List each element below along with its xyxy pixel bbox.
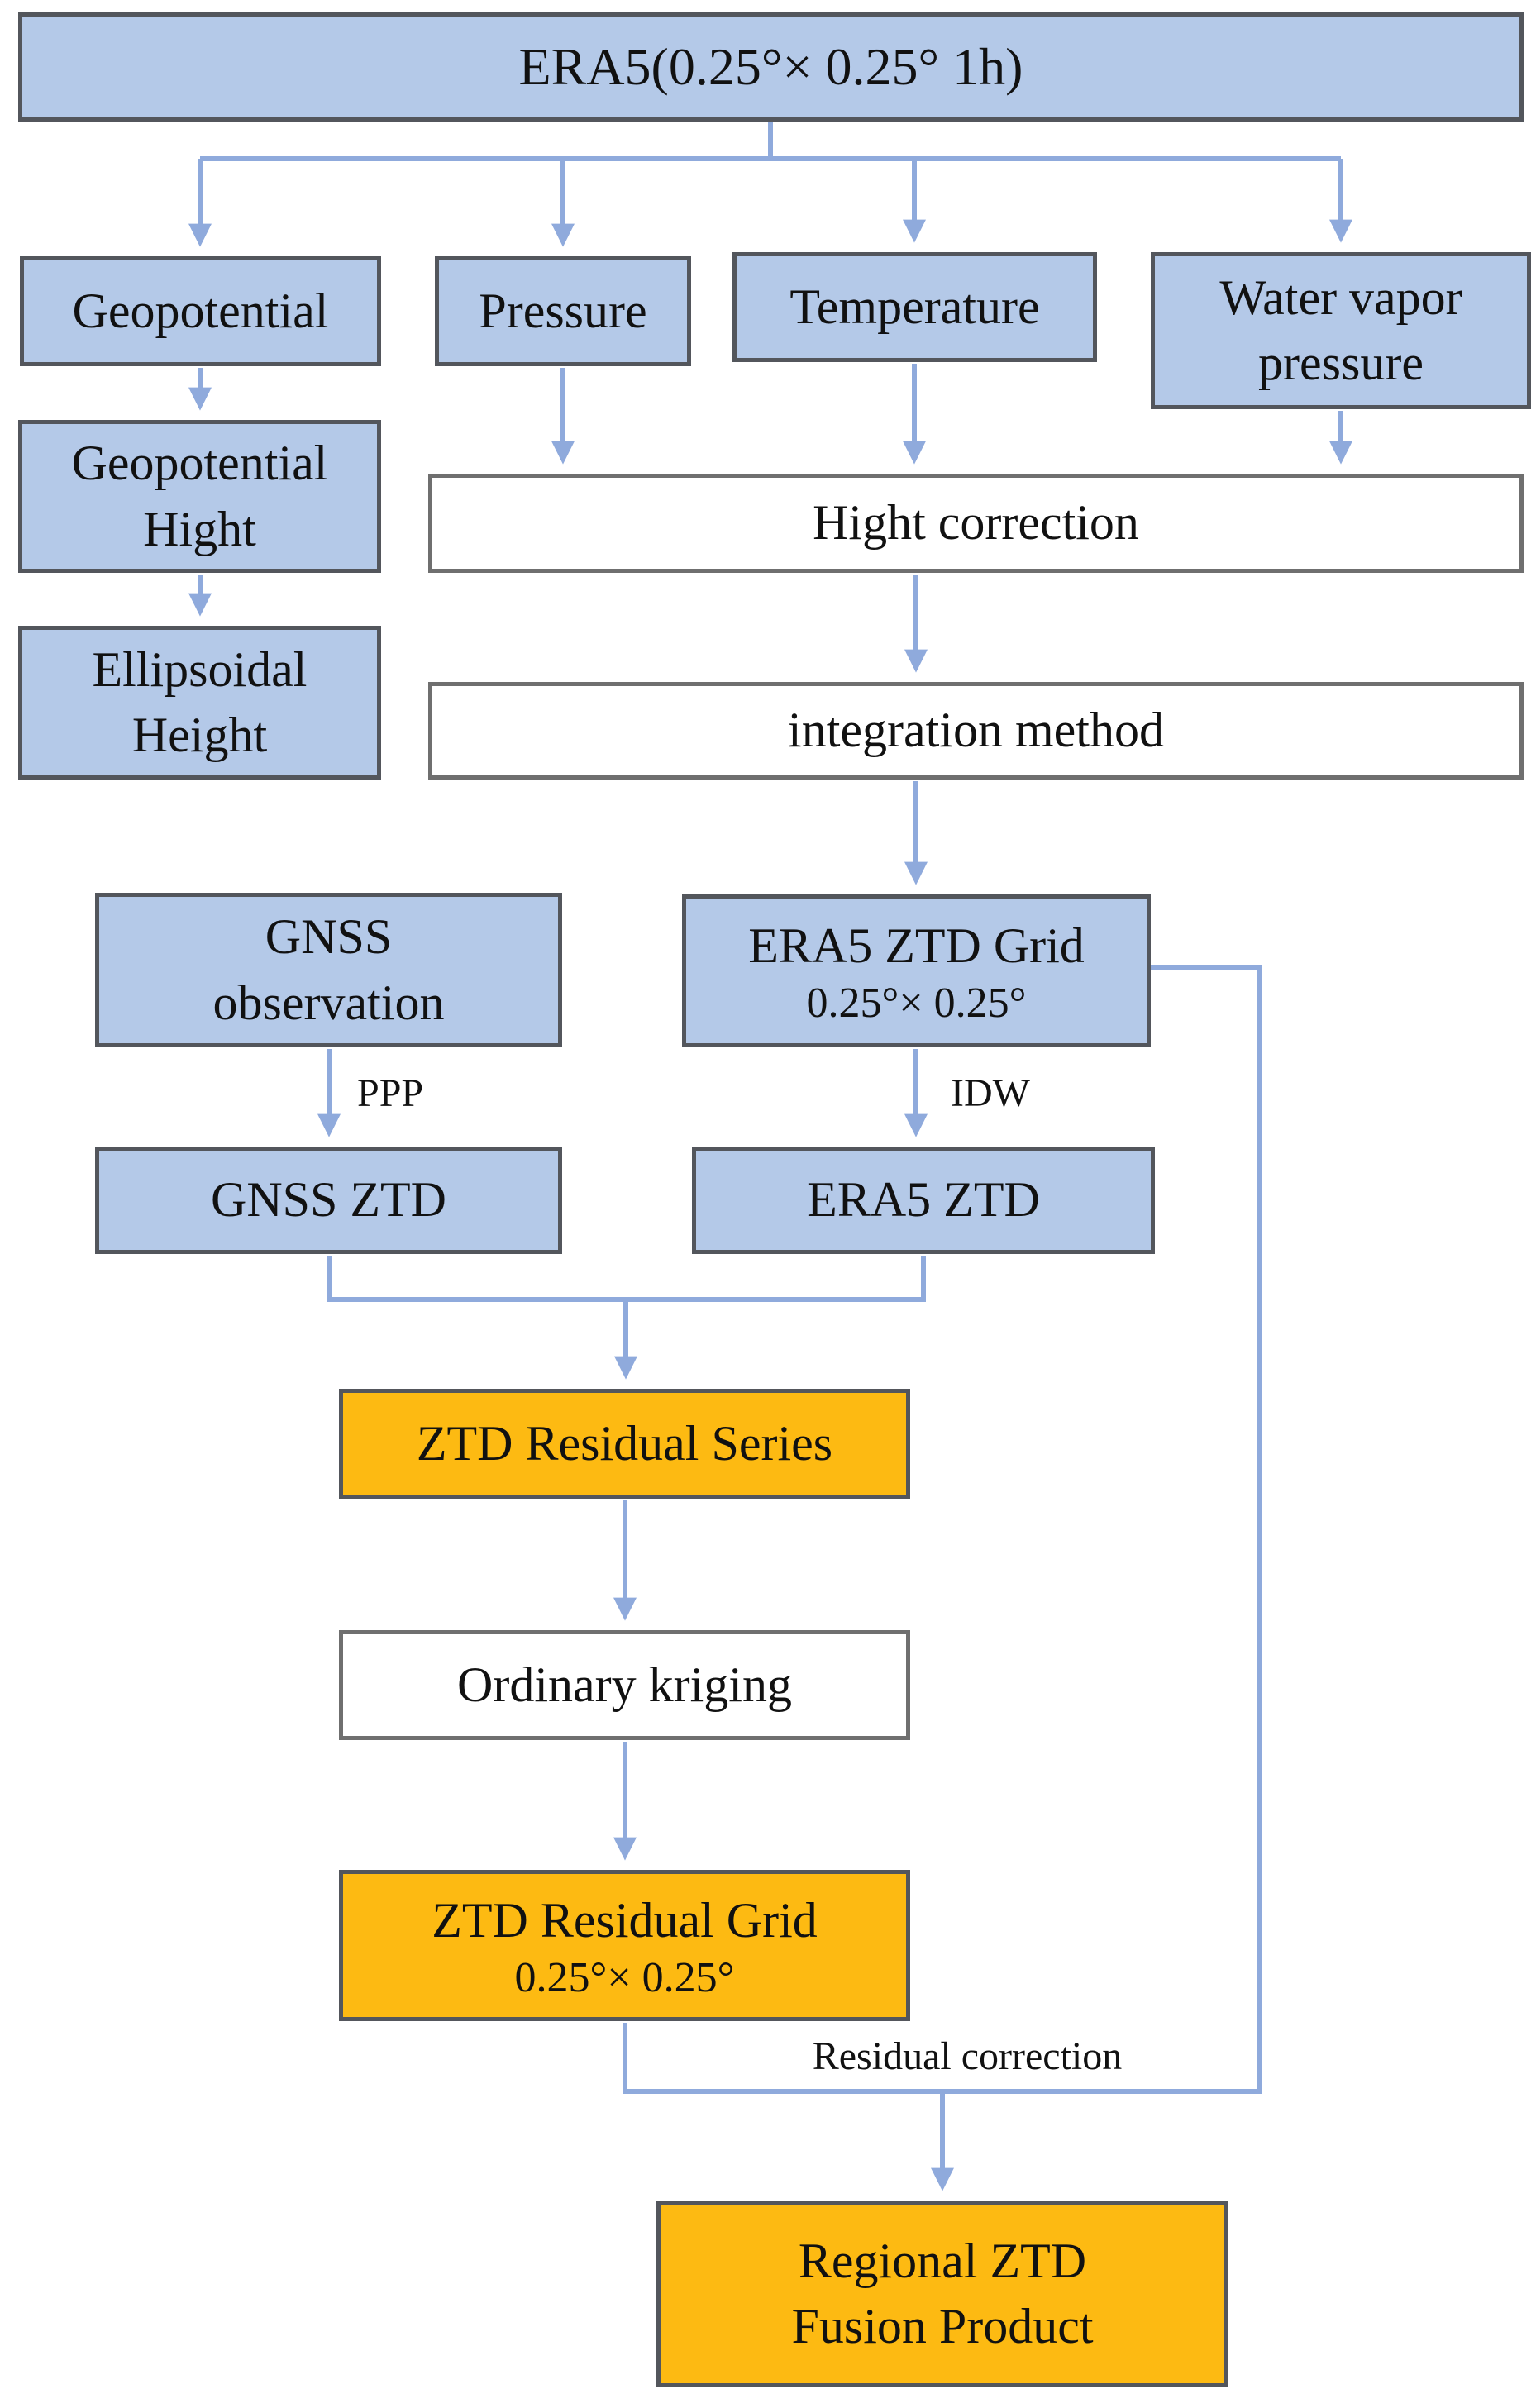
node-label: Ordinary kriging <box>457 1657 792 1712</box>
node-integration-method: integration method <box>428 682 1524 780</box>
edge-label-idw: IDW <box>951 1071 1030 1115</box>
node-hight-correction: Hight correction <box>428 474 1524 573</box>
node-label: Ellipsoidal Height <box>92 641 308 762</box>
node-era5-ztd: ERA5 ZTD <box>692 1147 1155 1254</box>
node-era5-source: ERA5(0.25°× 0.25° 1h) <box>18 12 1524 122</box>
node-label: integration method <box>788 703 1164 758</box>
node-label: GNSS observation <box>212 909 445 1030</box>
node-regional-ztd-fusion-product: Regional ZTD Fusion Product <box>656 2201 1228 2387</box>
node-geopotential: Geopotential <box>20 256 381 366</box>
node-label: Pressure <box>479 283 647 338</box>
node-ellipsoidal-height: Ellipsoidal Height <box>18 626 381 780</box>
node-sublabel: 0.25°× 0.25° <box>514 1954 735 2002</box>
node-gnss-ztd: GNSS ZTD <box>95 1147 562 1254</box>
edge-label-residual-correction: Residual correction <box>812 2034 1123 2078</box>
node-label: ERA5(0.25°× 0.25° 1h) <box>518 36 1023 96</box>
node-geopotential-hight: Geopotential Hight <box>18 420 381 573</box>
node-label: Regional ZTD Fusion Product <box>791 2233 1094 2353</box>
node-label: Hight correction <box>813 495 1139 551</box>
node-label: ERA5 ZTD Grid <box>748 918 1085 973</box>
node-ordinary-kriging: Ordinary kriging <box>339 1630 910 1740</box>
edge-label-ppp: PPP <box>357 1071 424 1115</box>
node-era5-ztd-grid: ERA5 ZTD Grid 0.25°× 0.25° <box>682 894 1151 1047</box>
edge-ztd-merge <box>327 1256 926 1302</box>
node-label: Temperature <box>789 279 1040 334</box>
node-water-vapor: Water vapor pressure <box>1151 252 1531 409</box>
node-label: ZTD Residual Series <box>416 1415 833 1471</box>
node-label: Geopotential Hight <box>71 436 328 556</box>
edge-residual-loop <box>623 965 1262 2094</box>
node-ztd-residual-series: ZTD Residual Series <box>339 1389 910 1499</box>
node-label: GNSS ZTD <box>210 1172 447 1228</box>
node-sublabel: 0.25°× 0.25° <box>806 980 1027 1028</box>
node-temperature: Temperature <box>732 252 1097 362</box>
node-label: Water vapor pressure <box>1219 269 1462 390</box>
node-label: ERA5 ZTD <box>807 1172 1040 1228</box>
node-label: ZTD Residual Grid <box>432 1893 818 1948</box>
node-ztd-residual-grid: ZTD Residual Grid 0.25°× 0.25° <box>339 1870 910 2021</box>
node-gnss-observation: GNSS observation <box>95 893 562 1047</box>
node-label: Geopotential <box>72 283 329 338</box>
node-pressure: Pressure <box>435 256 691 366</box>
